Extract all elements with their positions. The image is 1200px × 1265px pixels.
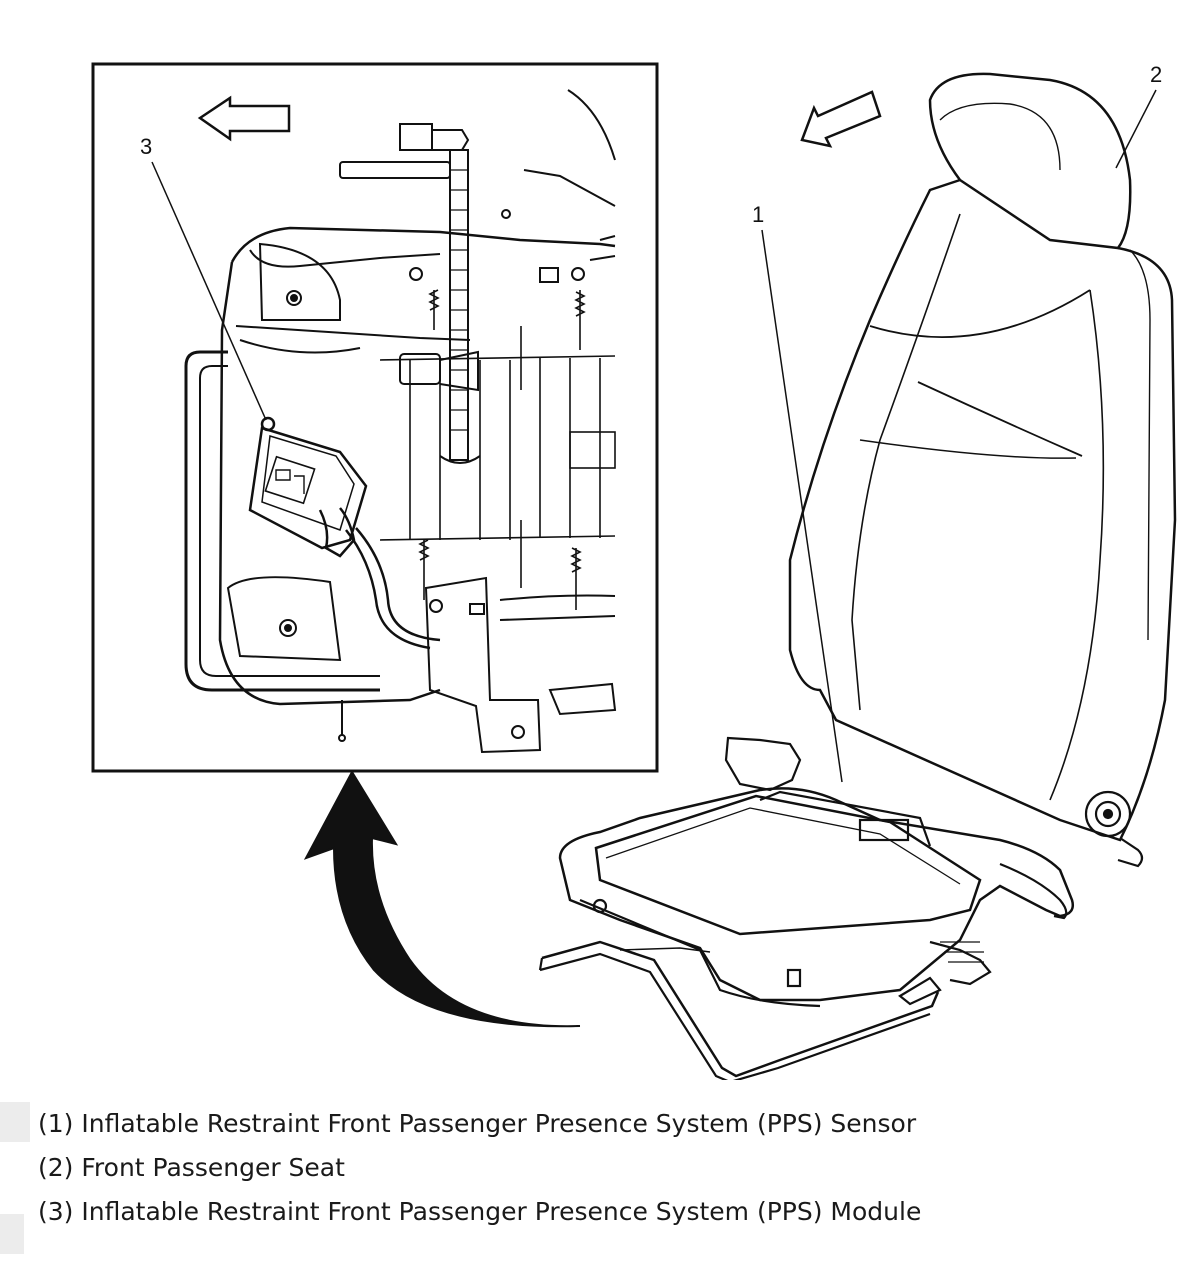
legend-item: (2) Front Passenger Seat	[38, 1153, 345, 1182]
inset-springs	[418, 289, 586, 610]
leader-1	[761, 229, 843, 783]
callout-1: 1	[752, 202, 764, 227]
leader-2	[1115, 89, 1157, 169]
seat-cushion	[594, 794, 982, 936]
legend-item: (3) Inflatable Restraint Front Passenger…	[38, 1197, 922, 1226]
inset-forward-arrow-icon	[197, 95, 291, 142]
legend-item: (1) Inflatable Restraint Front Passenger…	[38, 1109, 917, 1138]
callout-3: 3	[140, 134, 152, 159]
inset-spring-mat	[379, 326, 616, 588]
seat-back	[788, 178, 1177, 842]
pps-module	[248, 416, 441, 650]
inset-seat-frame-tube	[184, 350, 380, 692]
callout-2: 2	[1150, 62, 1162, 87]
seat-diagram: 3	[91, 62, 1177, 1080]
detail-inset	[91, 62, 659, 773]
scan-edge-mark	[0, 1102, 30, 1142]
curved-arrow-icon	[303, 769, 581, 1028]
headrest	[928, 72, 1132, 250]
seat-track	[541, 940, 940, 1078]
legend-list: (1) Inflatable Restraint Front Passenger…	[38, 1102, 921, 1234]
scan-edge-mark	[0, 1214, 24, 1254]
inset-frame	[91, 62, 659, 773]
front-passenger-seat	[538, 72, 1177, 1080]
inset-wire-harness	[339, 123, 481, 464]
inset-seat-pan	[230, 226, 616, 263]
seat-forward-arrow-icon	[800, 90, 882, 148]
leader-3	[151, 161, 267, 421]
seat-base-frame	[558, 787, 1074, 1002]
